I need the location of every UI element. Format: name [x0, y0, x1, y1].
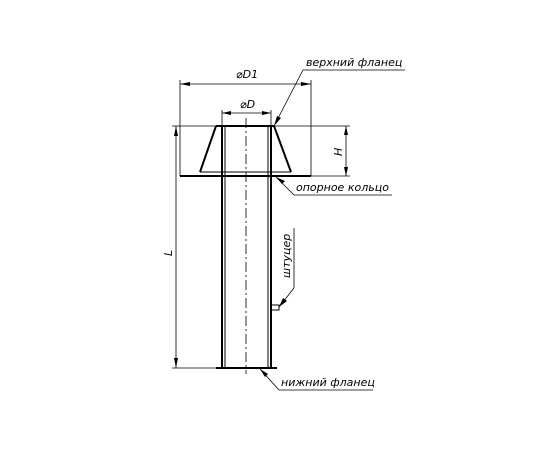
h-label: H: [332, 148, 345, 156]
support-ring-label: опорное кольцо: [296, 181, 389, 194]
leader-fitting: штуцер: [278, 228, 295, 308]
h-arrow-bottom: [344, 167, 348, 176]
d1-arrow-right: [301, 82, 311, 86]
fitting-leader-arrow: [279, 298, 287, 307]
leader-lower-flange: нижний фланец: [259, 368, 375, 391]
dimension-d1: ⌀D1: [179, 68, 312, 176]
leader-upper-flange: верхний фланец: [273, 56, 405, 127]
lower-flange-label: нижний фланец: [281, 376, 375, 389]
support-ring-leader-arrow: [276, 177, 285, 184]
fitting-stub: [270, 304, 280, 311]
lower-flange-leader-arrow: [260, 369, 268, 377]
dimension-d: ⌀D: [221, 98, 272, 126]
fitting-label: штуцер: [280, 234, 293, 278]
h-arrow-top: [344, 126, 348, 135]
d-label: ⌀D: [240, 98, 255, 111]
d1-arrow-left: [180, 82, 190, 86]
l-arrow-bottom: [174, 358, 178, 368]
d1-label: ⌀D1: [236, 68, 258, 81]
l-label: L: [162, 250, 175, 256]
dimension-l: L: [162, 125, 216, 369]
dimension-h: H: [274, 125, 350, 177]
leader-support-ring: опорное кольцо: [275, 176, 392, 196]
l-arrow-top: [174, 126, 178, 136]
part-body: [180, 118, 311, 374]
cone-left-side: [199, 125, 217, 173]
cone-right-side: [273, 125, 292, 173]
d-arrow-right: [262, 111, 271, 115]
upper-flange-label: верхний фланец: [306, 56, 402, 69]
upper-flange-leader-arrow: [274, 116, 281, 126]
d-arrow-left: [222, 111, 231, 115]
